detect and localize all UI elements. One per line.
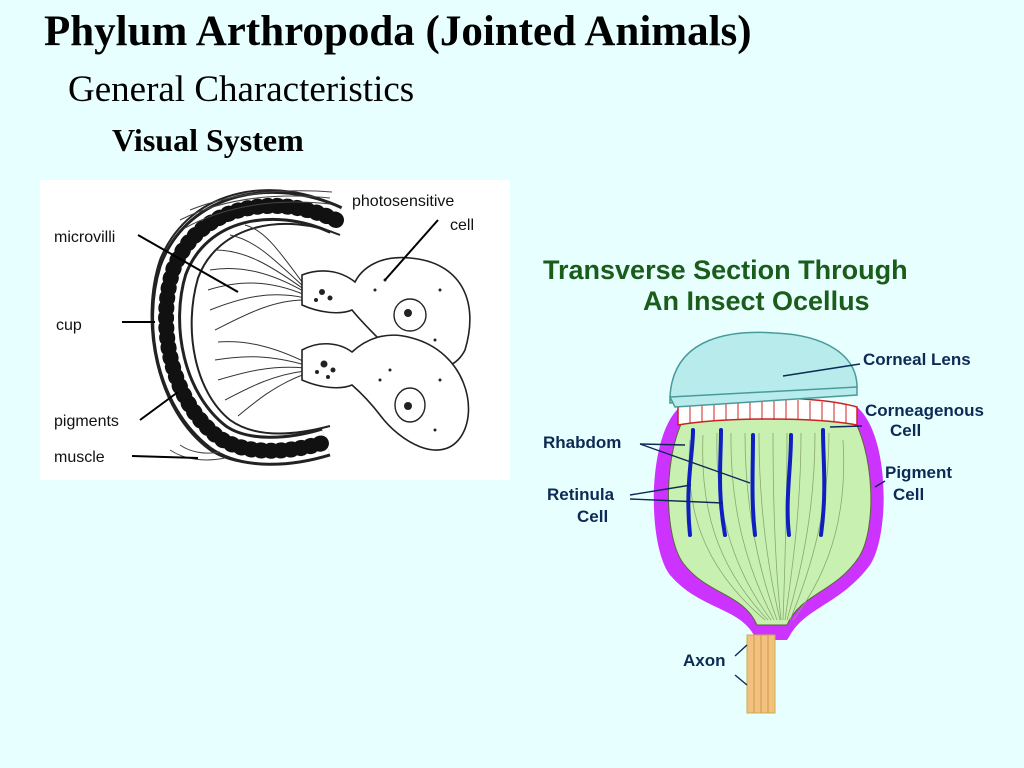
nucleolus-lower — [404, 402, 412, 410]
label-pigment-cell: Cell — [893, 485, 924, 504]
label-photosensitive: photosensitive — [352, 193, 454, 210]
label-cup: cup — [56, 317, 82, 334]
slide-subtitle: General Characteristics — [68, 68, 414, 112]
section-heading: Visual System — [112, 120, 304, 160]
label-corneagenous-cell: Cell — [890, 421, 921, 440]
label-corneal-lens: Corneal Lens — [863, 350, 971, 369]
label-axon: Axon — [683, 651, 726, 670]
label-retinula: Retinula — [547, 485, 615, 504]
label-pigments: pigments — [54, 413, 119, 430]
ocellus-diagram: Transverse Section Through An Insect Oce… — [535, 245, 1024, 715]
nucleolus-upper — [404, 309, 412, 317]
label-photosensitive-cell: cell — [450, 217, 474, 234]
slide-title: Phylum Arthropoda (Jointed Animals) — [44, 6, 752, 58]
label-pigment: Pigment — [885, 463, 952, 482]
label-rhabdom: Rhabdom — [543, 433, 621, 452]
label-microvilli: microvilli — [54, 229, 115, 246]
eye-cup-diagram: microvilli cup pigments muscle photosens… — [40, 180, 510, 480]
ocellus-title-line2: An Insect Ocellus — [643, 286, 870, 316]
label-corneagenous: Corneagenous — [865, 401, 984, 420]
label-retinula-cell: Cell — [577, 507, 608, 526]
ocellus-title-line1: Transverse Section Through — [543, 255, 908, 285]
label-muscle: muscle — [54, 449, 105, 466]
